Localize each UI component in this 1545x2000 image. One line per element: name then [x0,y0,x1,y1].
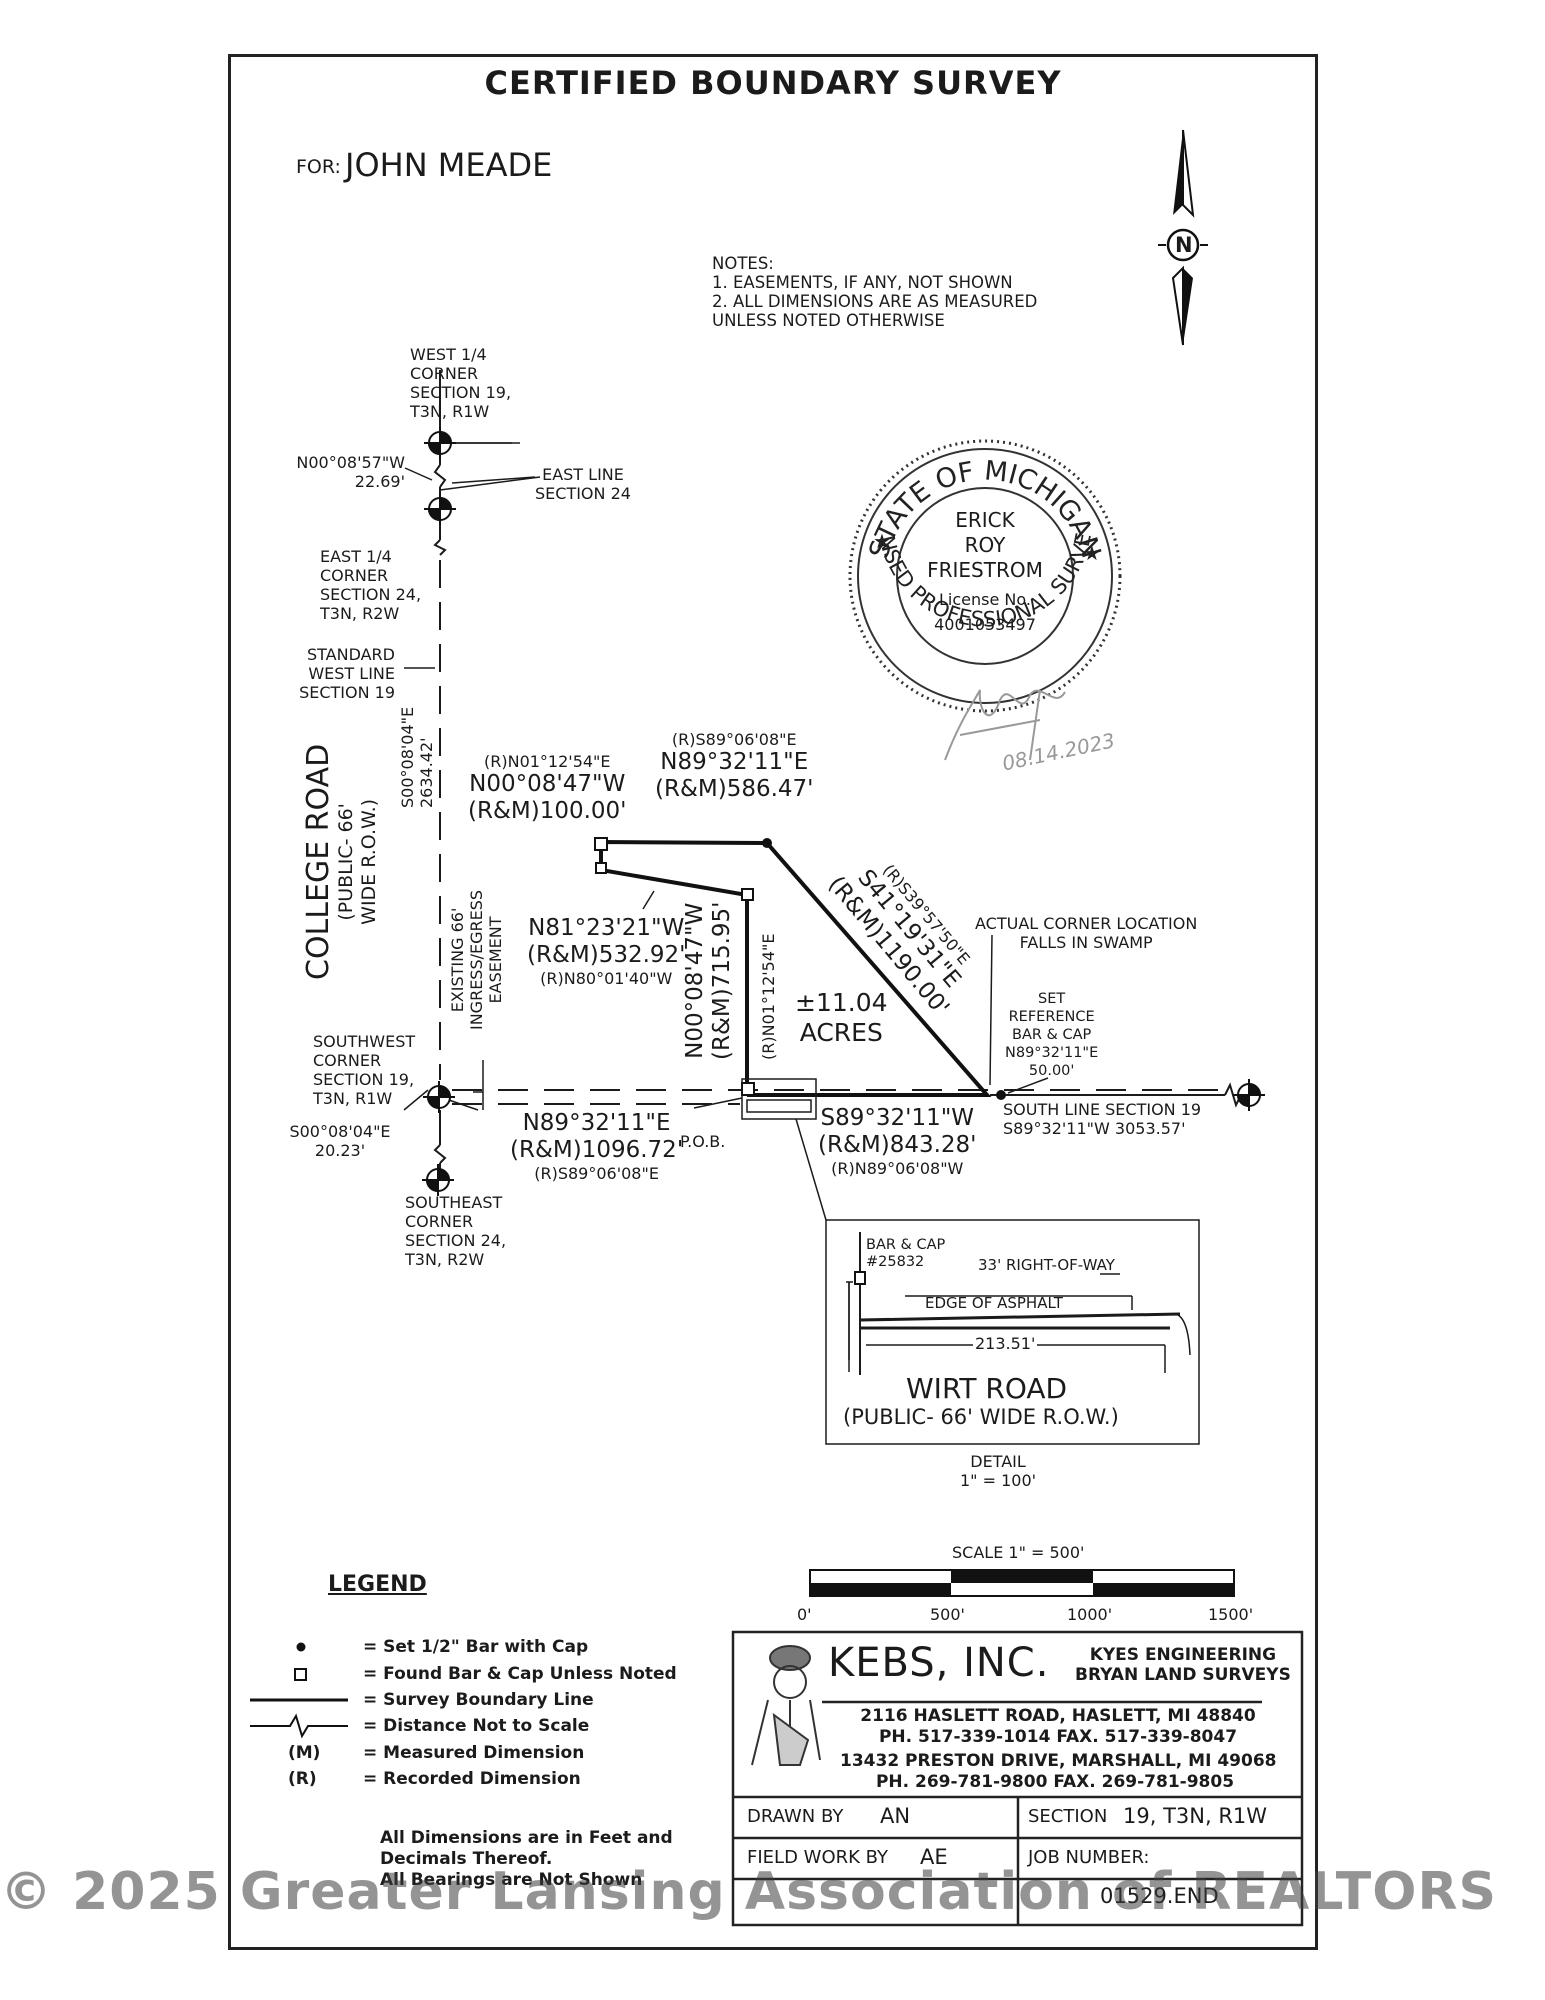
drawn-by-label: DRAWN BY [747,1806,844,1827]
south-leg-label: S89°32'11"W (R&M)843.28' (R)N89°06'08"W [818,1105,977,1178]
detail-road-name: WIRT ROAD [906,1372,1068,1405]
detail-right-of-way: 33' RIGHT-OF-WAY [978,1256,1115,1274]
detail-road-sub: (PUBLIC- 66' WIDE R.O.W.) [843,1405,1119,1429]
legend-boundary-line: = Survey Boundary Line [363,1690,594,1710]
page-title: CERTIFIED BOUNDARY SURVEY [484,64,1062,102]
scale-bar [809,1569,1235,1597]
survey-frame [228,54,1318,1950]
detail-bar-cap: BAR & CAP#25832 [866,1237,946,1270]
notes-block: NOTES: 1. EASEMENTS, IF ANY, NOT SHOWN 2… [712,254,1037,330]
pob-label: P.O.B. [680,1132,726,1151]
section-value: 19, T3N, R1W [1123,1804,1268,1828]
note-2: 2. ALL DIMENSIONS ARE AS MEASURED [712,292,1038,311]
college-road-label: COLLEGE ROAD (PUBLIC- 66' WIDE R.O.W.) [301,743,380,980]
detail-callout [741,1078,1200,1445]
south-section-line [439,1060,1252,1111]
seal-name-1: ERICK [955,508,1015,532]
detail-edge-of-asphalt: EDGE OF ASPHALT [925,1294,1063,1312]
title-block-frame [731,1630,1304,1927]
section-corner-symbols [422,427,1265,1196]
copyright-watermark: © 2025 Greater Lansing Association of RE… [0,1862,1497,1922]
svg-text:★: ★ [873,529,891,553]
detail-bar-marker [854,1271,866,1285]
legend-found-bar: = Found Bar & Cap Unless Noted [363,1664,677,1684]
legend-recorded: = Recorded Dimension [363,1769,581,1789]
client-label: FOR: [296,156,341,178]
west-leg-label: N89°32'11"E (R&M)1096.72' (R)S89°06'08"E [510,1110,684,1183]
inner-leg-recorded: (R)N01°12'54"E [759,933,778,1060]
note-1: 1. EASEMENTS, IF ANY, NOT SHOWN [712,273,1013,292]
scale-tick-1500: 1500' [1208,1605,1254,1624]
legend-symbols [250,1642,348,1739]
legend-title: LEGEND [328,1572,427,1597]
notes-heading: NOTES: [712,254,774,273]
signature [944,689,1066,761]
seal-name-2: ROY [964,533,1006,557]
northwest-leg-label: (R)N01°12'54"E N00°08'47"W (R&M)100.00' [468,752,627,824]
seal-license-label: License No. [939,590,1031,609]
field-work-value: AE [920,1845,948,1869]
svg-text:★: ★ [1083,541,1101,565]
company-name: KEBS, INC. [828,1640,1050,1686]
seal-center: ERICK ROY FRIESTROM License No. 40010534… [900,508,1070,637]
detail-distance: 213.51' [973,1334,1038,1353]
company-logo-icon [751,1645,821,1766]
north-arrow-icon [1158,129,1208,346]
field-work-label: FIELD WORK BY [747,1847,889,1868]
legend-r-symbol: (R) [288,1769,317,1789]
set-bar-markers [762,838,1006,1100]
legend-measured: = Measured Dimension [363,1743,585,1763]
legend-set-bar: = Set 1/2" Bar with Cap [363,1637,589,1657]
inner-leg-label: N00°08'47"W (R&M)715.95' [682,901,735,1060]
scale-tick-500: 500' [930,1605,965,1624]
scale-label: SCALE 1" = 500' [952,1543,1085,1562]
job-number-label: JOB NUMBER: [1028,1847,1150,1868]
found-bar-markers [594,837,755,1096]
legend-m-symbol: (M) [288,1743,321,1763]
mid-leg-label: N81°23'21"W (R&M)532.92' (R)N80°01'40"W [527,915,686,988]
seal-license-number: 4001053497 [934,615,1036,634]
legend-not-to-scale: = Distance Not to Scale [363,1716,590,1736]
section-label: SECTION [1028,1806,1108,1827]
client-name: JOHN MEADE [345,146,553,184]
seal-name-3: FRIESTROM [927,558,1043,582]
scale-tick-0: 0' [797,1605,812,1624]
leader-lines [403,467,1049,1111]
north-leg-label: (R)S89°06'08"E N89°32'11"E (R&M)586.47' [655,730,814,802]
note-2-cont: UNLESS NOTED OTHERWISE [712,311,945,330]
job-number-value: 01529.END [1100,1884,1219,1908]
north-label: N [1175,233,1193,257]
drawn-by-value: AN [880,1804,911,1828]
scale-tick-1000: 1000' [1067,1605,1113,1624]
